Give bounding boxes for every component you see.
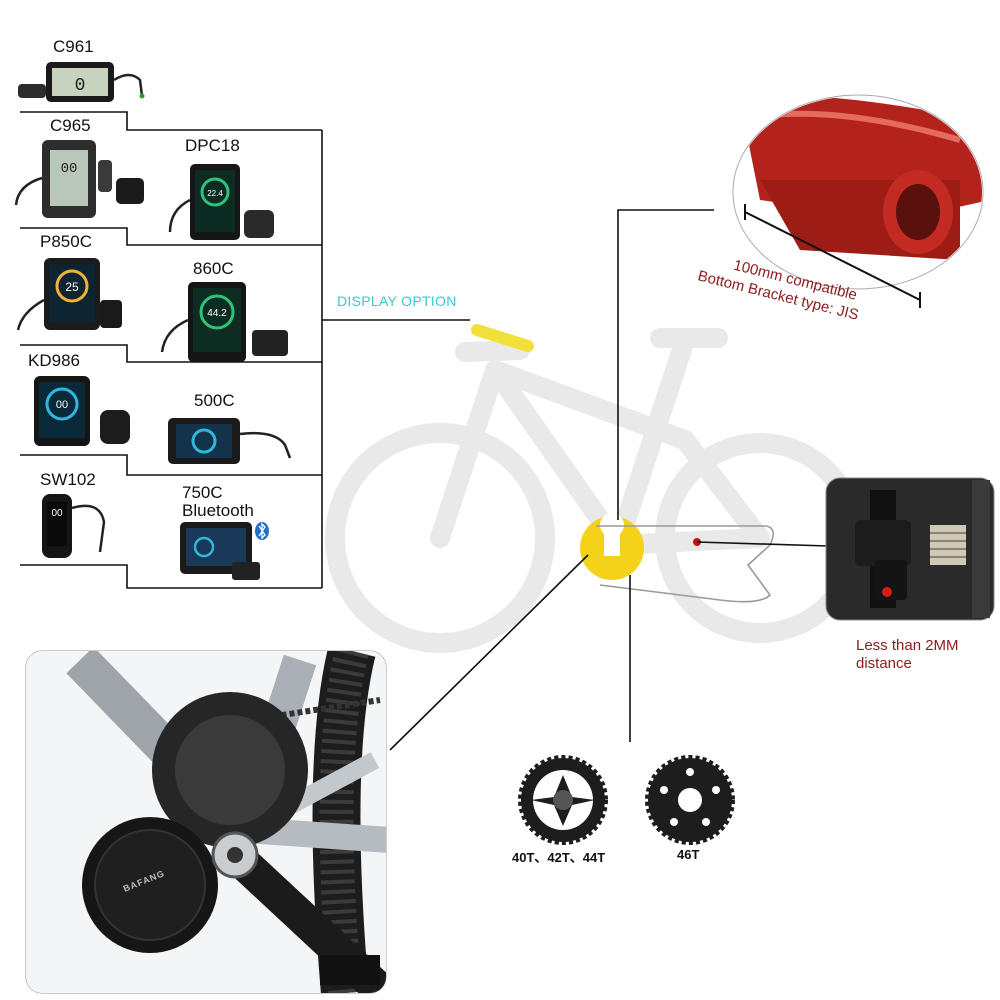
sensor-note-line1: Less than 2MM [856, 637, 959, 654]
display-c961: 0 [18, 62, 145, 102]
display-p850c: 25 [16, 258, 122, 331]
chainring-label-40-44: 40T、42T、44T [512, 850, 606, 865]
display-option-label: DISPLAY OPTION [337, 293, 457, 309]
chainring-46 [645, 755, 735, 845]
sensor-distance-note: Less than 2MM distance [856, 637, 959, 673]
label-kd986: KD986 [28, 351, 80, 370]
display-sw102: 00 [42, 494, 106, 558]
callout-lines [389, 209, 829, 751]
sensor-note-line2: distance [856, 655, 912, 672]
c961-screen-value: 0 [75, 76, 86, 96]
display-c965: 00 [14, 140, 144, 218]
bluetooth-icon [255, 522, 269, 540]
chainstay-outline [596, 525, 774, 603]
label-p850c: P850C [40, 232, 92, 251]
label-dpc18: DPC18 [185, 136, 240, 155]
label-860c: 860C [193, 259, 234, 278]
motor-photo [25, 650, 387, 994]
display-500c [168, 418, 292, 464]
kd986-screen-value: 00 [56, 399, 68, 411]
sw102-screen-value: 00 [51, 508, 63, 519]
860c-screen-value: 44.2 [207, 308, 227, 319]
label-c965: C965 [50, 116, 91, 135]
label-750c: 750C Bluetooth [182, 483, 254, 520]
p850c-screen-value: 25 [65, 280, 79, 294]
sensor-closeup [825, 477, 995, 621]
display-bracket [20, 111, 470, 589]
c965-screen-value: 00 [61, 161, 78, 177]
display-highlight-bar [471, 324, 534, 352]
display-750c [180, 522, 269, 580]
label-c961: C961 [53, 37, 94, 56]
dpc18-screen-value: 22.4 [207, 189, 223, 198]
display-860c: 44.2 [160, 282, 288, 362]
label-sw102: SW102 [40, 470, 96, 489]
chainring-label-46: 46T [677, 847, 700, 862]
display-dpc18: 22.4 [168, 164, 274, 240]
label-500c: 500C [194, 391, 235, 410]
bottom-bracket-highlight [580, 513, 644, 580]
display-kd986: 00 [34, 376, 130, 446]
chainring-40-44 [518, 755, 608, 845]
frame-closeup [732, 94, 984, 308]
